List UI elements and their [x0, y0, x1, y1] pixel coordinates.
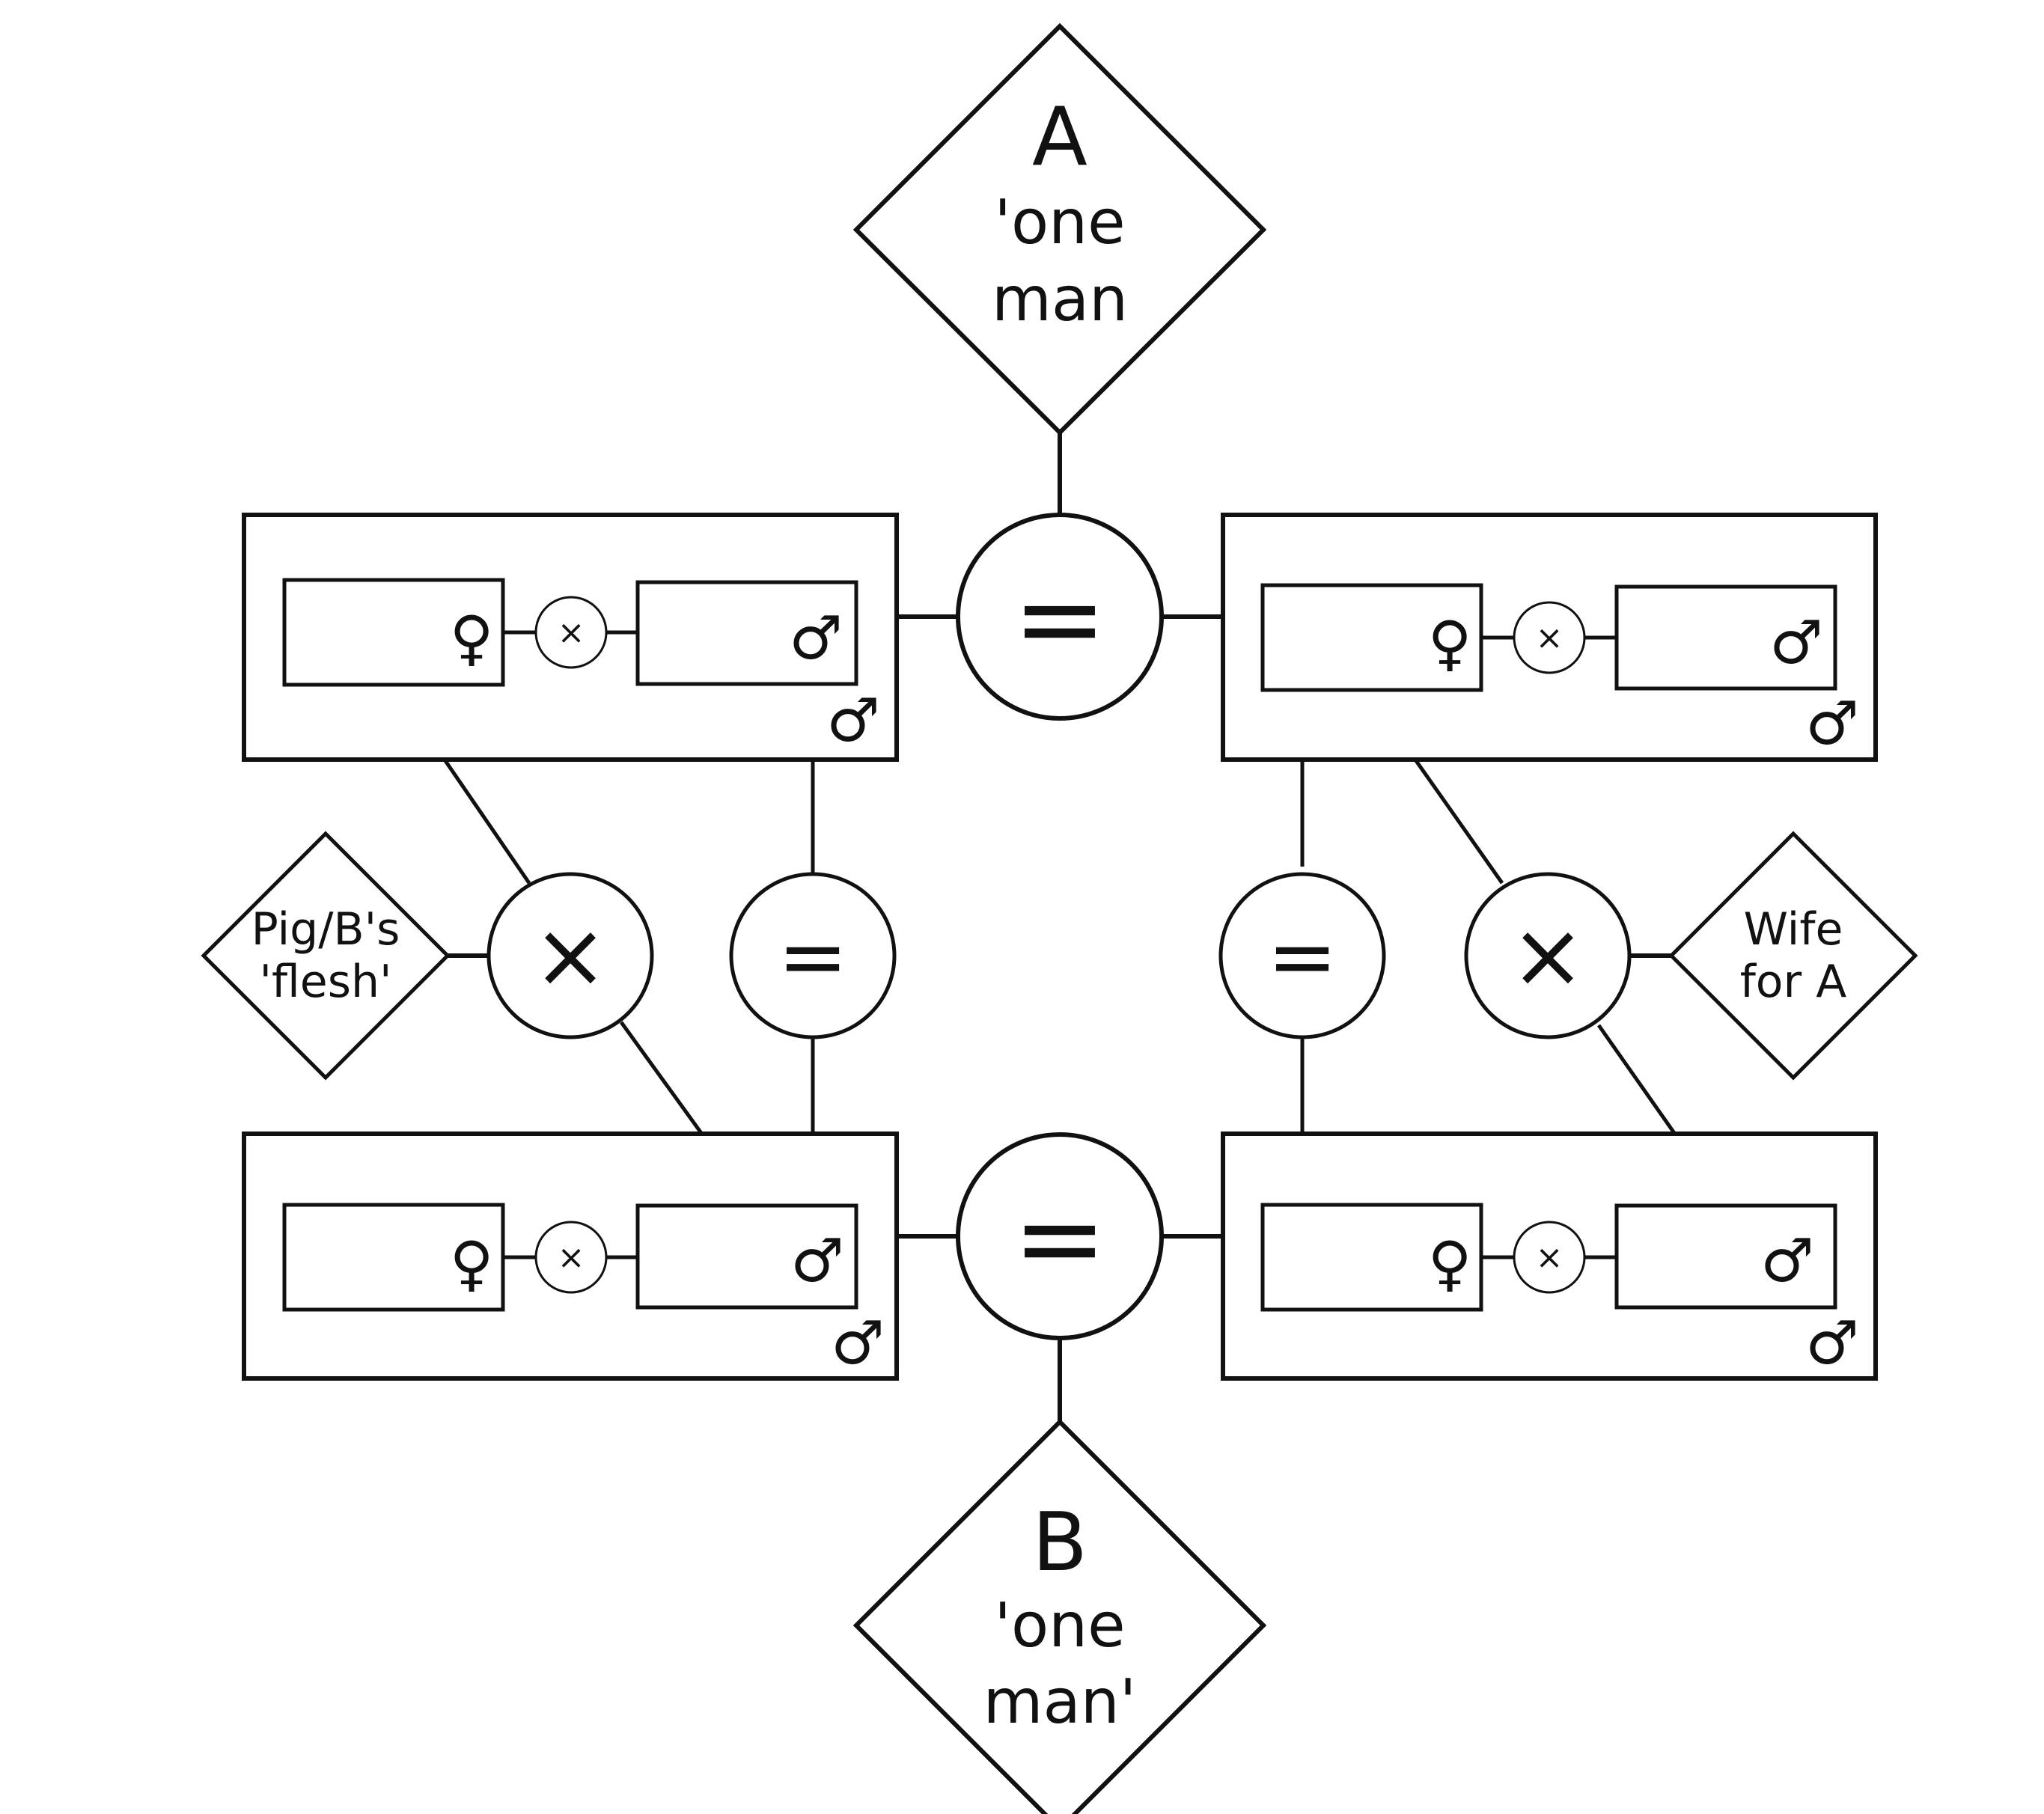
box-bottom-right-female-cell	[1260, 1203, 1483, 1312]
diamond-a: A 'one man	[852, 22, 1267, 436]
equals-right: =	[1218, 872, 1386, 1039]
box-bottom-left-female-icon: ♀	[450, 1229, 494, 1298]
box-bottom-left-male-cell	[635, 1203, 858, 1310]
diamond-b-shape	[852, 1418, 1267, 1814]
diamond-b-line2: man'	[983, 1667, 1137, 1738]
box-bottom-left-times-circle	[534, 1221, 608, 1294]
box-top-right-times-circle	[1513, 601, 1586, 674]
equals-top: =	[956, 513, 1164, 721]
times-left-symbol: ×	[533, 904, 608, 1008]
equals-bottom-symbol: =	[1013, 1173, 1107, 1304]
box-bottom-left-times-symbol: ×	[558, 1239, 585, 1277]
times-left: ×	[486, 872, 654, 1039]
box-bottom-right: ♀ × ♂ ♂	[1221, 1132, 1878, 1381]
equals-left-circle	[729, 872, 897, 1039]
diamond-right: Wife for A	[1668, 831, 1918, 1081]
equals-left-symbol: =	[778, 908, 848, 1006]
box-top-left-times-circle	[534, 596, 608, 669]
equals-right-circle	[1218, 872, 1386, 1039]
equals-left: =	[729, 872, 897, 1039]
diamond-b-letter: B	[1032, 1496, 1087, 1589]
box-top-left-female-icon: ♀	[450, 603, 494, 673]
box-bottom-right-times-circle	[1513, 1221, 1586, 1294]
box-top-left-corner-male-icon: ♂	[826, 685, 880, 755]
diamond-a-shape	[852, 22, 1267, 436]
diamond-b-line1: 'one	[994, 1590, 1125, 1661]
diamond-right-line1: Wife	[1744, 903, 1843, 956]
box-top-right-female-cell	[1260, 583, 1483, 692]
box-bottom-left-corner-male-icon: ♂	[831, 1308, 885, 1378]
times-left-circle	[486, 872, 654, 1039]
box-top-right-times-symbol: ×	[1536, 619, 1563, 657]
diamond-a-letter: A	[1032, 91, 1087, 184]
box-top-right-male-cell	[1614, 584, 1837, 691]
box-top-left-male-icon: ♂	[789, 603, 843, 673]
equals-right-symbol: =	[1267, 908, 1337, 1006]
box-bottom-right-times-symbol: ×	[1536, 1239, 1563, 1277]
diamond-a-line1: 'one	[994, 187, 1125, 258]
diamond-left-line2: 'flesh'	[260, 956, 392, 1008]
diamond-left-shape	[201, 831, 451, 1081]
times-right: ×	[1464, 872, 1632, 1039]
diamond-b: B 'one man'	[852, 1418, 1267, 1814]
box-top-left-times-symbol: ×	[558, 614, 585, 652]
equals-bottom: =	[956, 1132, 1164, 1340]
box-bottom-right-female-icon: ♀	[1428, 1229, 1472, 1298]
box-bottom-left: ♀ × ♂ ♂	[242, 1132, 899, 1381]
box-bottom-right-male-cell	[1614, 1203, 1837, 1310]
diamond-right-shape	[1668, 831, 1918, 1081]
box-bottom-right-corner-male-icon: ♂	[1805, 1308, 1859, 1378]
box-bottom-right-male-icon: ♂	[1760, 1226, 1814, 1295]
box-top-left-male-cell	[635, 580, 858, 686]
diamond-left: Pig/B's 'flesh'	[201, 831, 451, 1081]
box-bottom-left-female-cell	[282, 1203, 505, 1312]
diamond-left-line1: Pig/B's	[251, 903, 400, 956]
box-top-left: ♀ × ♂ ♂	[242, 513, 899, 762]
box-top-left-female-cell	[282, 578, 505, 687]
box-bottom-left-male-icon: ♂	[790, 1226, 844, 1295]
box-top-right: ♀ × ♂ ♂	[1221, 513, 1878, 762]
equals-top-symbol: =	[1013, 554, 1107, 684]
diamond-right-line2: for A	[1740, 956, 1847, 1008]
box-top-right-male-icon: ♂	[1769, 608, 1823, 677]
box-top-right-corner-male-icon: ♂	[1805, 688, 1859, 758]
equals-bottom-circle	[956, 1132, 1164, 1340]
box-top-right-female-icon: ♀	[1428, 608, 1472, 678]
times-right-symbol: ×	[1510, 904, 1586, 1008]
diamond-a-line2: man	[992, 264, 1128, 335]
times-right-circle	[1464, 872, 1632, 1039]
equals-top-circle	[956, 513, 1164, 721]
